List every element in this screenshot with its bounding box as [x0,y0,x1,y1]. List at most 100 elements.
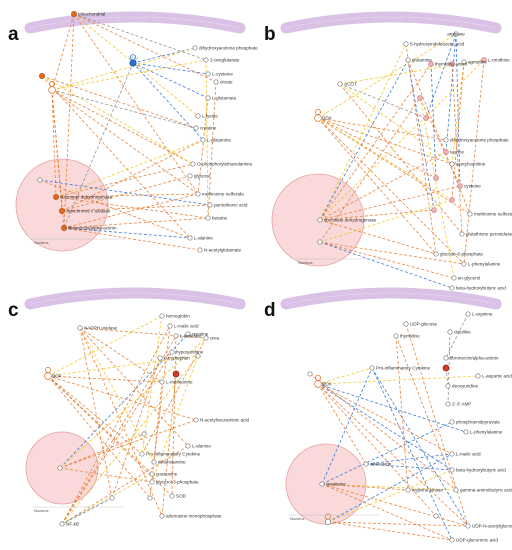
interaction-edge [319,43,407,221]
interaction-edge [319,241,465,265]
node-label: deoxyuridine [452,384,478,389]
molecule-node [207,202,213,208]
node-label: thymidine [435,62,455,67]
node-label: 2'-3' AMP [452,402,471,407]
interaction-edge [51,13,75,91]
panel-letter: c [8,300,19,321]
molecule-node [169,493,175,499]
molecule-node [449,197,455,203]
molecule-node [449,451,455,457]
interaction-edge [321,367,373,485]
interaction-edge [309,373,457,491]
interaction-edge [51,59,207,91]
panel-d: UDP-glucoseL-argininethymidinecitrulline… [264,287,512,543]
interaction-edge [371,367,453,541]
interaction-edge [141,315,163,455]
interaction-edge [41,75,197,129]
interaction-edge [317,117,447,141]
interaction-edge [317,383,469,527]
node-label: ethanolamine [158,460,186,465]
interaction-edge [197,97,209,195]
interaction-edge [319,209,435,221]
node-label: taurine [450,150,464,155]
interaction-edge [47,375,153,475]
node-label: acetylcarnitine [456,162,486,167]
node-label: L-tryptophan [164,356,190,361]
self-loop [325,513,331,520]
node-label: N-acetylneuraminic acid [200,418,249,423]
molecule-node [187,173,193,179]
molecule-node [317,217,323,223]
molecule-node [205,71,211,77]
node-label: L-glutamine [207,138,231,143]
node-label: arginase [447,32,465,37]
panel-letter: a [8,24,19,45]
interaction-edge [73,13,207,61]
self-loop [315,375,321,381]
node-label: L-aspartic acid [482,374,512,379]
molecule-node [149,471,155,477]
molecule-node [173,333,179,339]
interaction-edge [317,367,373,385]
interaction-edge [419,97,455,279]
molecule-node [185,443,191,449]
interaction-edge [73,13,217,83]
molecule-node [433,251,439,257]
molecule-node [149,479,155,485]
molecule-node [449,61,455,67]
node-label: gamma-aminobutyric acid [460,488,512,493]
interaction-edge [339,83,463,235]
interaction-edge [61,497,113,525]
nucleus-label: Nucleus [298,260,312,265]
node-label: citrate [220,80,233,85]
interaction-edge [59,333,189,469]
molecule-node [159,313,165,319]
node-label: L-alanine [194,236,213,241]
interaction-edge [59,467,153,483]
molecule-node [71,11,77,17]
molecule-node [109,495,115,501]
interaction-edge [321,483,409,491]
molecule-node [44,372,52,380]
node-label: arginine kinase [412,488,443,493]
interaction-edge [161,373,177,517]
node-label: phosphoenolpyruvate [456,420,500,425]
interaction-edge [47,355,199,377]
interaction-edge [371,367,469,527]
molecule-node [431,207,437,213]
node-label: L-phenylalanine [468,262,501,267]
node-label: succinate dehydrogenase [324,218,377,223]
node-label: glutathione peroxidase [466,232,512,237]
interaction-edge [451,63,463,235]
node-label: hemoglobin [166,314,190,319]
self-loop [49,81,55,87]
node-label: methionine sulfoxide [202,192,244,197]
molecule-node [405,487,411,493]
interaction-edge [51,89,57,198]
interaction-edge [319,97,421,243]
interaction-edge [419,97,461,187]
molecule-node [192,45,198,51]
interaction-edge [463,59,485,265]
node-label: NF-kB [66,522,79,527]
interaction-edge [430,63,437,179]
node-label: L-methionine [166,380,193,385]
molecule-node [453,487,459,493]
node-label: fibronectin/alpha-actinin [68,226,117,231]
molecule-node [169,349,175,355]
molecule-node [151,459,157,465]
molecule-node [449,161,455,167]
node-labels: UDP-glucoseL-argininethymidinecitrulline… [322,312,512,543]
molecule-node [453,31,459,37]
interaction-edge [55,139,204,198]
molecule-node [443,137,449,143]
nodes [44,313,209,527]
node-label: adenosine [370,462,392,467]
interaction-edge [132,62,209,99]
node-label: DDX [322,116,332,121]
molecule-node [59,208,65,214]
molecule-node [61,225,67,231]
node-label: SOD [176,494,187,499]
